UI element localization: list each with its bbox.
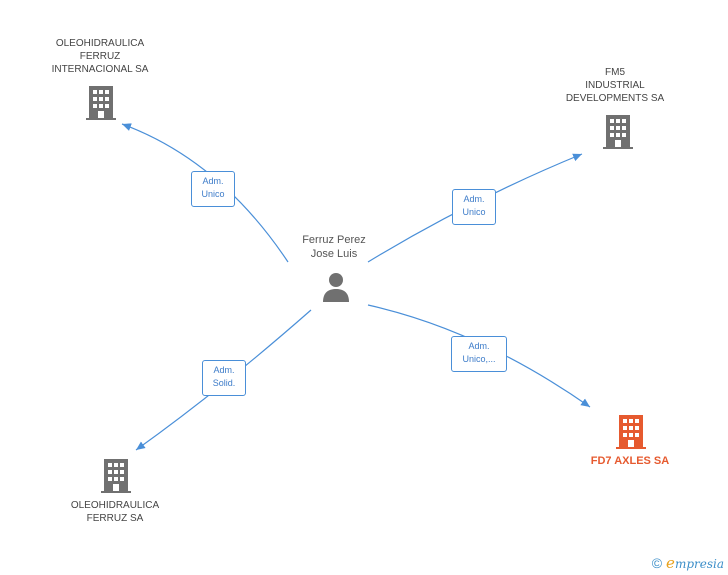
building-icon-highlight[interactable] <box>616 415 646 449</box>
company-label-fd7[interactable]: FD7 AXLES SA <box>590 455 670 467</box>
edge-label-fd7[interactable]: Adm. Unico,... <box>451 336 507 372</box>
brand-logo-initial: e <box>666 554 675 572</box>
edge-label-internacional[interactable]: Adm. Unico <box>191 171 235 207</box>
building-icon[interactable] <box>101 459 131 493</box>
company-label-fm5[interactable]: FM5 INDUSTRIAL DEVELOPMENTS SA <box>565 67 665 104</box>
person-icon[interactable] <box>320 271 352 303</box>
brand-footer[interactable]: ©empresia <box>652 554 724 572</box>
building-icon[interactable] <box>86 86 116 120</box>
company-label-internacional[interactable]: OLEOHIDRAULICA FERRUZ INTERNACIONAL SA <box>51 38 149 75</box>
edge-label-ferruz-sa[interactable]: Adm. Solid. <box>202 360 246 396</box>
company-label-ferruz-sa[interactable]: OLEOHIDRAULICA FERRUZ SA <box>70 500 160 524</box>
edge-label-fm5[interactable]: Adm. Unico <box>452 189 496 225</box>
person-label[interactable]: Ferruz Perez Jose Luis <box>302 234 366 260</box>
brand-logo-text: mpresia <box>674 557 724 571</box>
building-icon[interactable] <box>603 115 633 149</box>
copyright-icon: © <box>651 555 663 571</box>
